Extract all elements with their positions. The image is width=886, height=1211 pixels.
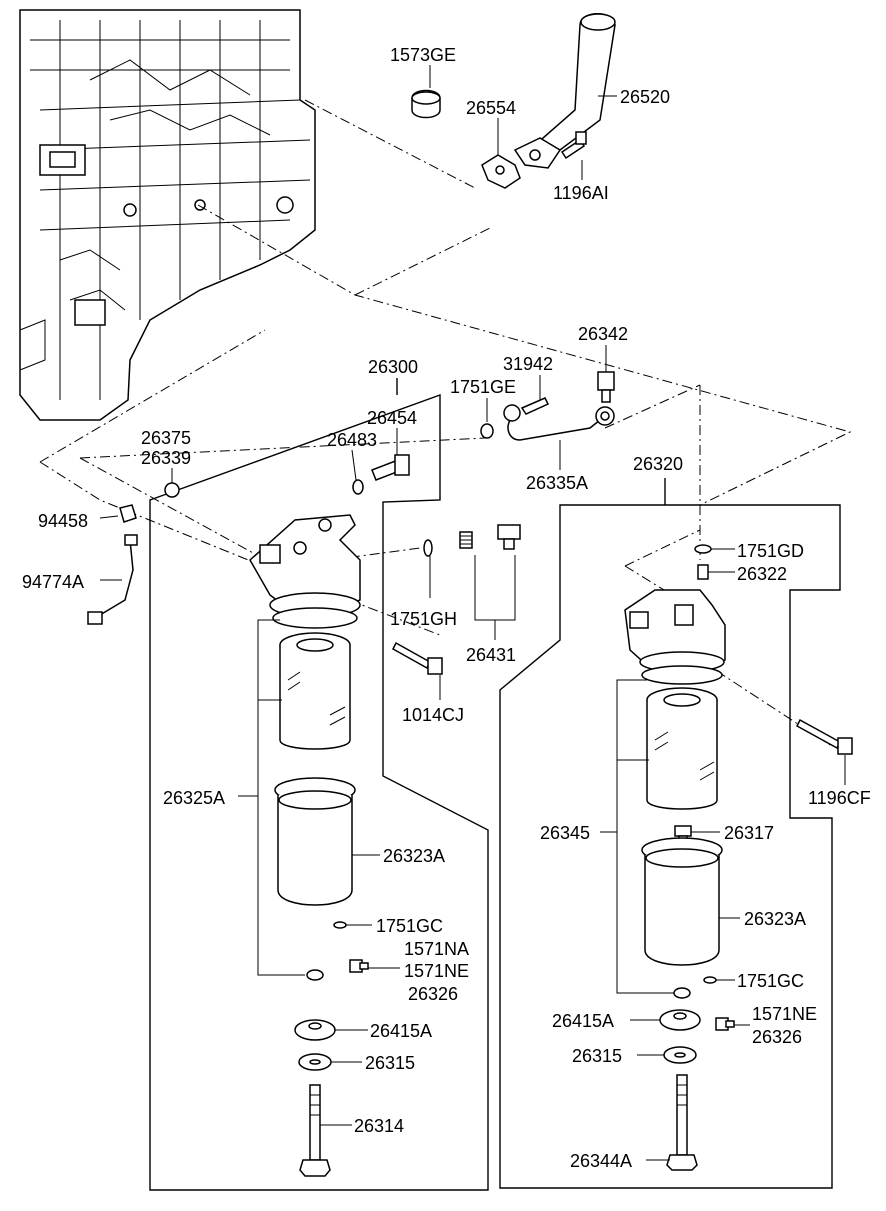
label-26323A-left: 26323A: [383, 846, 445, 866]
small-seals-left: [306, 921, 400, 981]
label-26300: 26300: [368, 357, 418, 377]
label-1751GC-left: 1751GC: [376, 916, 443, 936]
label-1571NE-left: 1571NE: [404, 961, 469, 981]
plug-26322: [697, 564, 735, 580]
label-26375: 26375: [141, 428, 191, 448]
label-26335A: 26335A: [526, 473, 588, 493]
seal-ring-1573GE: [411, 65, 441, 119]
right-assembly-box: [499, 478, 841, 1189]
label-26323A-right: 26323A: [744, 909, 806, 929]
washer-1751GE: [480, 398, 494, 439]
seal-26483: [351, 449, 364, 495]
label-26520: 26520: [620, 87, 670, 107]
washer-26315-left: [298, 1053, 362, 1071]
label-1196AI: 1196AI: [553, 183, 609, 203]
label-26454: 26454: [367, 408, 417, 428]
label-1751GC-right: 1751GC: [737, 971, 804, 991]
label-26431: 26431: [466, 645, 516, 665]
label-26415A-right: 26415A: [552, 1011, 614, 1031]
label-26344A: 26344A: [570, 1151, 632, 1171]
bolt-31942: [520, 375, 550, 415]
label-31942: 31942: [503, 354, 553, 374]
label-26320: 26320: [633, 454, 683, 474]
label-1014CJ: 1014CJ: [402, 705, 464, 725]
bolt-1196AI: [560, 131, 587, 180]
connector-26342: [597, 345, 615, 403]
wire-94774A: [87, 534, 138, 625]
label-26415A-left: 26415A: [370, 1021, 432, 1041]
small-seals-right: [673, 976, 750, 1031]
label-26322: 26322: [737, 564, 787, 584]
spring-plug-26431: [459, 524, 521, 640]
label-26345: 26345: [540, 823, 590, 843]
filter-head-26320: [624, 589, 726, 685]
label-26314: 26314: [354, 1116, 404, 1136]
label-26325A: 26325A: [163, 788, 225, 808]
washer-1751GD: [694, 544, 735, 554]
label-94774A: 94774A: [22, 572, 84, 592]
plate-26415A-left: [294, 1019, 368, 1041]
label-26339: 26339: [141, 448, 191, 468]
fitting-26454: [371, 428, 410, 481]
clip-26375: [164, 468, 180, 498]
filter-element-left: [279, 632, 351, 750]
bolt-1014CJ: [392, 641, 443, 700]
bolt-26344A: [646, 1074, 698, 1171]
left-bracket-lines: [238, 619, 380, 976]
o-ring-1751GH: [423, 539, 433, 598]
label-1571NA: 1571NA: [404, 939, 469, 959]
sensor-94458: [99, 504, 137, 523]
bolt-26314: [299, 1084, 352, 1177]
label-26317: 26317: [724, 823, 774, 843]
filter-head-26300: [249, 514, 361, 629]
oil-filler-tube-26520: [513, 13, 617, 169]
engine-block: [19, 9, 316, 421]
label-1751GD: 1751GD: [737, 541, 804, 561]
label-1196CF: 1196CF: [808, 788, 871, 808]
left-assembly-box: [149, 378, 489, 1191]
filter-element-right: [646, 687, 718, 810]
plate-26415A-right: [630, 1009, 701, 1031]
label-26315-right: 26315: [572, 1046, 622, 1066]
label-1751GE: 1751GE: [450, 377, 516, 397]
pipe-26335A: [503, 404, 615, 470]
label-26315-left: 26315: [365, 1053, 415, 1073]
gasket-26554: [481, 118, 521, 189]
label-26342: 26342: [578, 324, 628, 344]
filter-bowl-right: [641, 837, 740, 966]
right-bracket-lines: [600, 679, 675, 994]
label-26554: 26554: [466, 98, 516, 118]
label-26326-left: 26326: [408, 984, 458, 1004]
label-1751GH: 1751GH: [390, 609, 457, 629]
label-1573GE: 1573GE: [390, 45, 456, 65]
label-26483: 26483: [327, 430, 377, 450]
label-94458: 94458: [38, 511, 88, 531]
label-1571NE-right: 1571NE: [752, 1004, 817, 1024]
filter-bowl-left: [274, 777, 356, 906]
part-labels: 1573GE 26554 26520 1196AI 26342 31942 17…: [22, 45, 871, 1171]
label-26326-right: 26326: [752, 1027, 802, 1047]
washer-26315-right: [637, 1046, 697, 1064]
bolt-1196CF: [796, 718, 853, 785]
